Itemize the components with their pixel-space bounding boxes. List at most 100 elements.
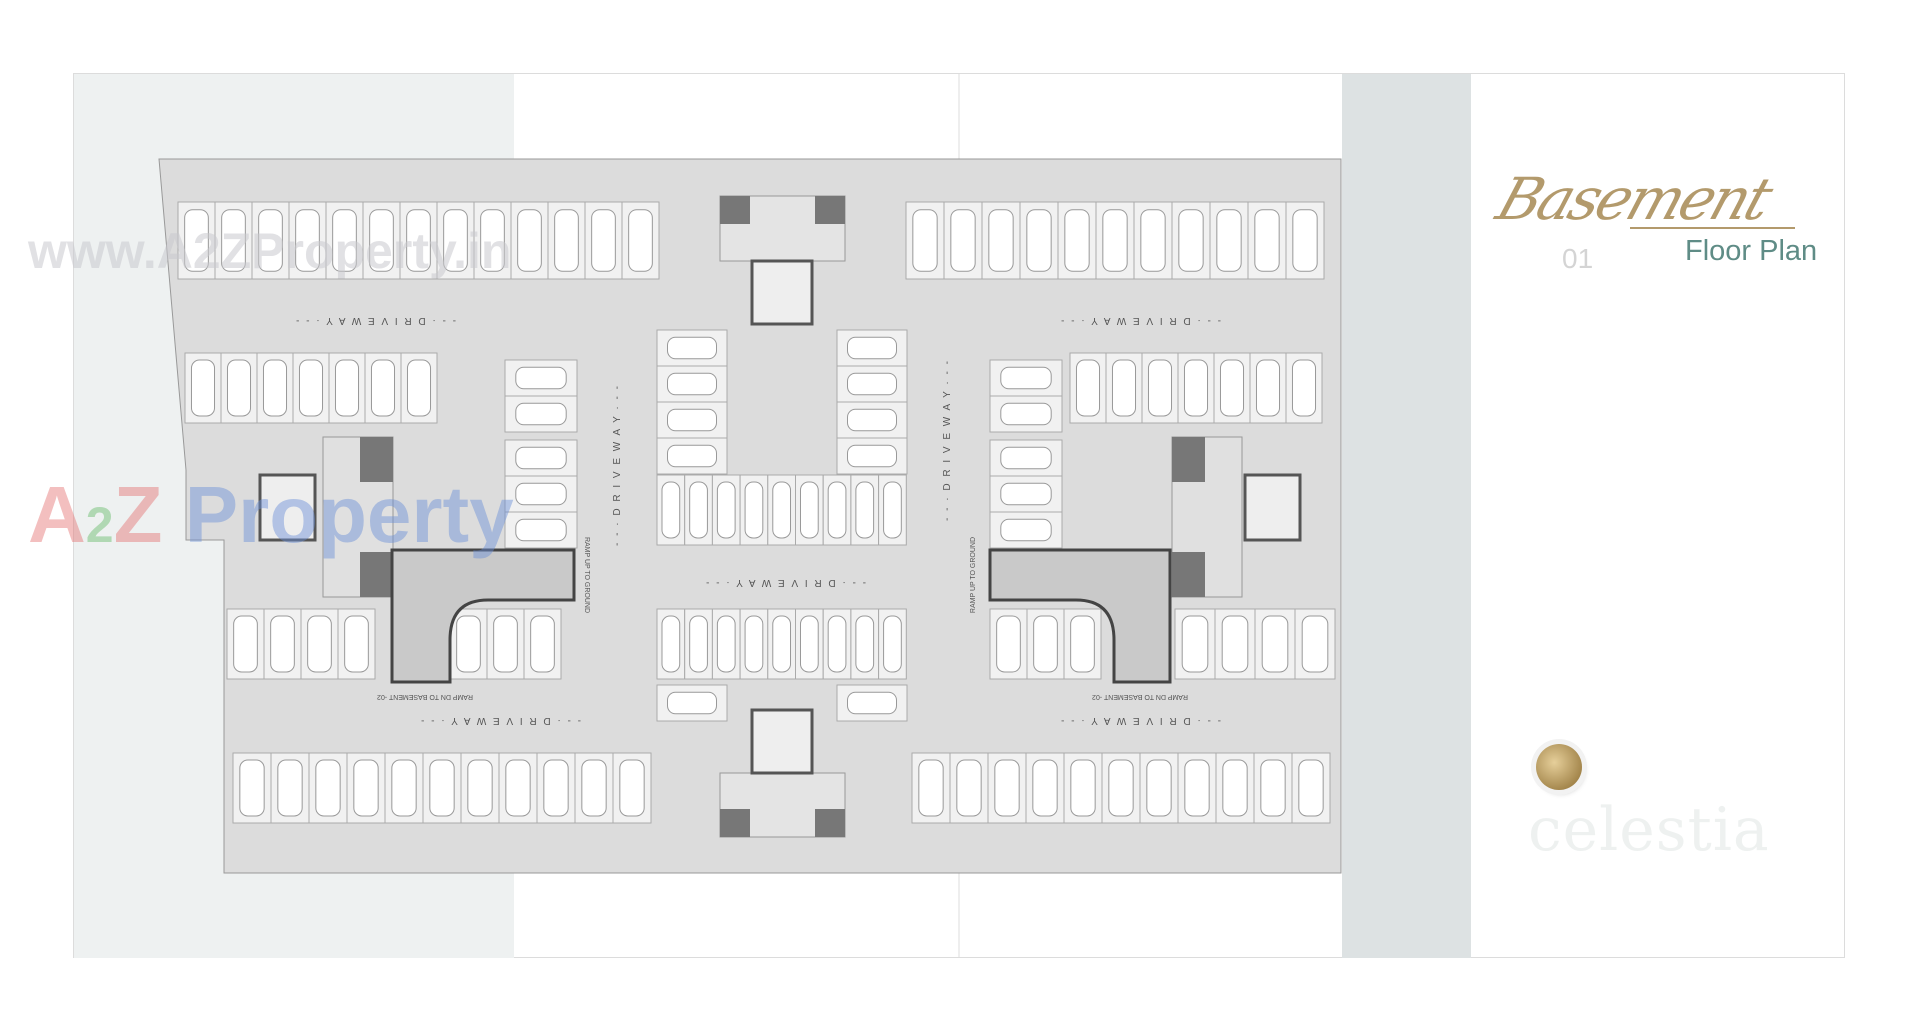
car-outline-icon <box>1070 759 1096 817</box>
car-outline-icon <box>667 408 717 432</box>
car-outline-icon <box>661 615 681 673</box>
car-outline-icon <box>1184 759 1210 817</box>
car-outline-icon <box>581 759 607 817</box>
car-outline-icon <box>295 209 320 272</box>
car-outline-icon <box>517 209 542 272</box>
car-outline-icon <box>799 481 819 539</box>
drive-way-label: - - · D R I V E W A Y · - - <box>704 577 866 588</box>
car-outline-icon <box>515 366 567 390</box>
car-outline-icon <box>1108 759 1134 817</box>
car-outline-icon <box>190 359 216 417</box>
ramp-up-label: RAMP UP TO GROUND <box>583 537 590 613</box>
car-outline-icon <box>628 209 653 272</box>
drive-way-label: - - · D R I V E W A Y · - - <box>1059 315 1221 326</box>
car-outline-icon <box>847 336 897 360</box>
car-outline-icon <box>996 615 1021 673</box>
car-outline-icon <box>370 359 396 417</box>
car-outline-icon <box>744 615 764 673</box>
car-outline-icon <box>270 615 295 673</box>
car-outline-icon <box>689 615 708 673</box>
car-outline-icon <box>1000 366 1052 390</box>
car-outline-icon <box>332 209 357 272</box>
car-outline-icon <box>950 209 976 272</box>
car-outline-icon <box>1255 359 1281 417</box>
car-outline-icon <box>591 209 616 272</box>
car-outline-icon <box>1000 482 1052 506</box>
car-outline-icon <box>221 209 246 272</box>
car-outline-icon <box>1260 759 1286 817</box>
car-outline-icon <box>744 481 764 539</box>
car-outline-icon <box>1298 759 1324 817</box>
car-outline-icon <box>1178 209 1204 272</box>
car-outline-icon <box>799 615 819 673</box>
drive-way-label: - - · D R I V E W A Y · - - <box>942 359 953 521</box>
car-outline-icon <box>1301 615 1329 673</box>
car-outline-icon <box>258 209 283 272</box>
car-outline-icon <box>667 691 717 715</box>
car-outline-icon <box>233 615 258 673</box>
ramp-up-label: RAMP UP TO GROUND <box>970 537 977 613</box>
car-outline-icon <box>827 481 847 539</box>
title-underline <box>1630 227 1795 229</box>
car-outline-icon <box>716 615 736 673</box>
car-outline-icon <box>1000 446 1052 470</box>
car-outline-icon <box>667 372 717 396</box>
car-outline-icon <box>334 359 360 417</box>
car-outline-icon <box>1033 615 1058 673</box>
car-outline-icon <box>239 759 265 817</box>
core-top <box>719 195 846 326</box>
car-outline-icon <box>554 209 579 272</box>
car-outline-icon <box>883 615 902 673</box>
car-outline-icon <box>1254 209 1280 272</box>
car-outline-icon <box>619 759 645 817</box>
car-outline-icon <box>1032 759 1058 817</box>
core-bottom <box>719 708 846 838</box>
car-outline-icon <box>391 759 417 817</box>
car-outline-icon <box>262 359 288 417</box>
car-outline-icon <box>443 209 468 272</box>
car-outline-icon <box>543 759 569 817</box>
title-script: Basement <box>1488 165 1779 233</box>
car-outline-icon <box>1181 615 1209 673</box>
gold-flower-logo-icon <box>1536 744 1582 790</box>
car-outline-icon <box>277 759 303 817</box>
core-right <box>1171 436 1302 598</box>
ramp-down-label: RAMP DN TO BASEMENT -02 <box>1092 693 1188 700</box>
car-outline-icon <box>772 481 792 539</box>
car-outline-icon <box>1261 615 1289 673</box>
car-outline-icon <box>1000 518 1052 542</box>
car-outline-icon <box>1291 359 1317 417</box>
title-subtitle: Floor Plan <box>1685 235 1818 267</box>
car-outline-icon <box>1147 359 1173 417</box>
car-outline-icon <box>298 359 324 417</box>
drive-way-label: - - · D R I V E W A Y · - - <box>294 315 456 326</box>
car-outline-icon <box>307 615 332 673</box>
title-number: 01 <box>1562 243 1594 274</box>
car-outline-icon <box>406 359 432 417</box>
car-outline-icon <box>515 482 567 506</box>
car-outline-icon <box>994 759 1020 817</box>
car-outline-icon <box>1292 209 1318 272</box>
right-band <box>1342 74 1471 958</box>
car-outline-icon <box>1064 209 1090 272</box>
car-outline-icon <box>988 209 1014 272</box>
car-outline-icon <box>515 518 567 542</box>
car-outline-icon <box>226 359 252 417</box>
car-outline-icon <box>530 615 555 673</box>
ramp-down-label: RAMP DN TO BASEMENT -02 <box>377 693 473 700</box>
car-outline-icon <box>406 209 431 272</box>
car-outline-icon <box>184 209 209 272</box>
ramp-left <box>390 548 576 684</box>
car-outline-icon <box>480 209 505 272</box>
car-outline-icon <box>667 336 717 360</box>
car-outline-icon <box>467 759 493 817</box>
car-outline-icon <box>315 759 341 817</box>
car-outline-icon <box>1102 209 1128 272</box>
car-outline-icon <box>456 615 481 673</box>
car-outline-icon <box>353 759 379 817</box>
car-outline-icon <box>912 209 938 272</box>
drive-way-label: - - · D R I V E W A Y · - - <box>1059 715 1221 726</box>
car-outline-icon <box>1222 759 1248 817</box>
car-outline-icon <box>1075 359 1101 417</box>
